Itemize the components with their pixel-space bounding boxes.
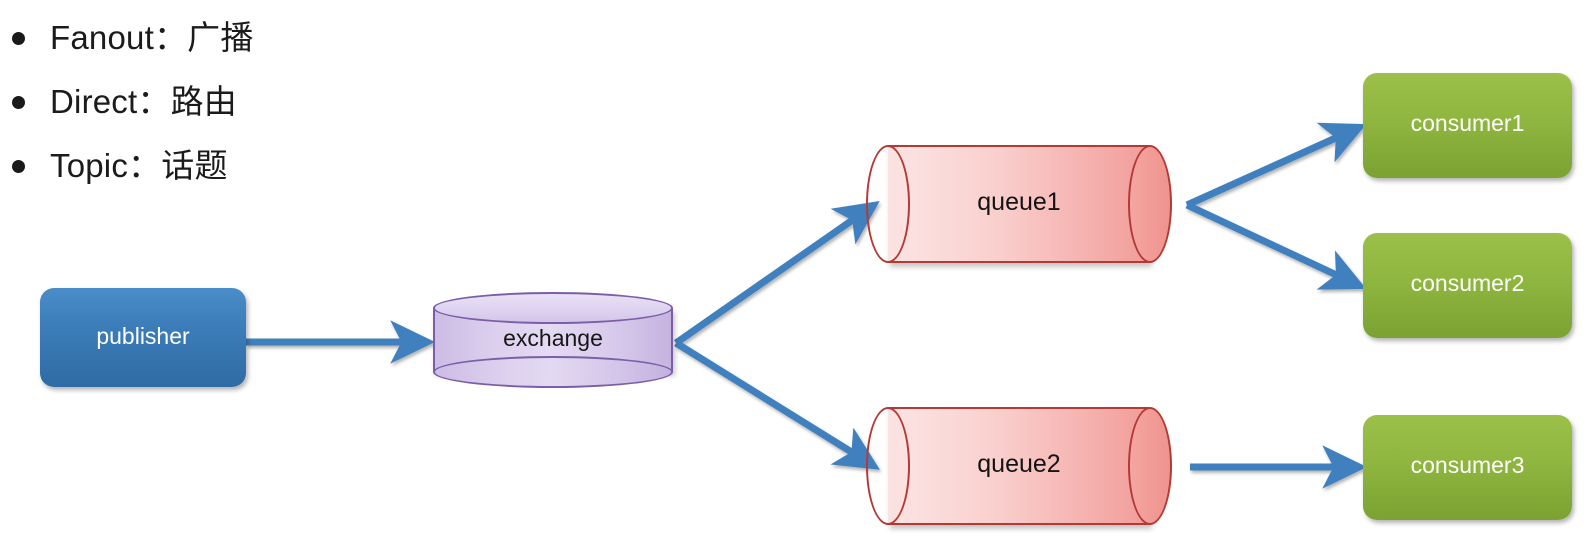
- queue2-cylinder-right-cap: [1128, 407, 1172, 525]
- bullet-dot-icon: [12, 160, 25, 173]
- queue2-cylinder-body: [888, 407, 1150, 525]
- node-queue2[interactable]: queue2: [866, 407, 1172, 525]
- node-consumer3-label: consumer3: [1410, 451, 1525, 478]
- edge-exchange-queue2: [674, 340, 880, 470]
- exchange-cylinder-top: [433, 292, 673, 324]
- node-consumer3[interactable]: consumer3: [1363, 415, 1572, 520]
- node-consumer1[interactable]: consumer1: [1363, 73, 1572, 178]
- node-consumer1-label: consumer1: [1410, 109, 1525, 136]
- node-consumer2[interactable]: consumer2: [1363, 233, 1572, 338]
- node-publisher[interactable]: publisher: [40, 288, 246, 387]
- queue1-cylinder-body: [888, 145, 1150, 263]
- node-exchange[interactable]: exchange: [433, 292, 673, 388]
- edge-exchange-queue1: [673, 200, 880, 346]
- node-queue1-label: queue1: [977, 188, 1061, 216]
- node-queue1[interactable]: queue1: [866, 145, 1172, 263]
- list-item-label: Fanout：广播: [50, 19, 254, 56]
- exchange-type-list: Fanout：广播 Direct：路由 Topic：话题: [0, 6, 560, 198]
- exchange-cylinder-bottom: [433, 356, 673, 388]
- node-publisher-label: publisher: [96, 322, 190, 349]
- bullet-dot-icon: [12, 32, 25, 45]
- queue1-cylinder-right-cap: [1128, 145, 1172, 263]
- node-queue2-label: queue2: [977, 450, 1061, 478]
- edge-queue1-consumer2: [1185, 201, 1367, 290]
- list-item-label: Direct：路由: [50, 83, 237, 120]
- bullet-dot-icon: [12, 96, 25, 109]
- list-item: Direct：路由: [0, 70, 560, 134]
- list-item: Topic：话题: [0, 134, 560, 198]
- queue1-cylinder-left-cap: [866, 145, 910, 263]
- queue2-cylinder-left-cap: [866, 407, 910, 525]
- list-item: Fanout：广播: [0, 6, 560, 70]
- node-exchange-label: exchange: [503, 325, 603, 351]
- edge-queue1-consumer1: [1185, 122, 1367, 209]
- node-consumer2-label: consumer2: [1410, 269, 1525, 296]
- list-item-label: Topic：话题: [50, 147, 228, 184]
